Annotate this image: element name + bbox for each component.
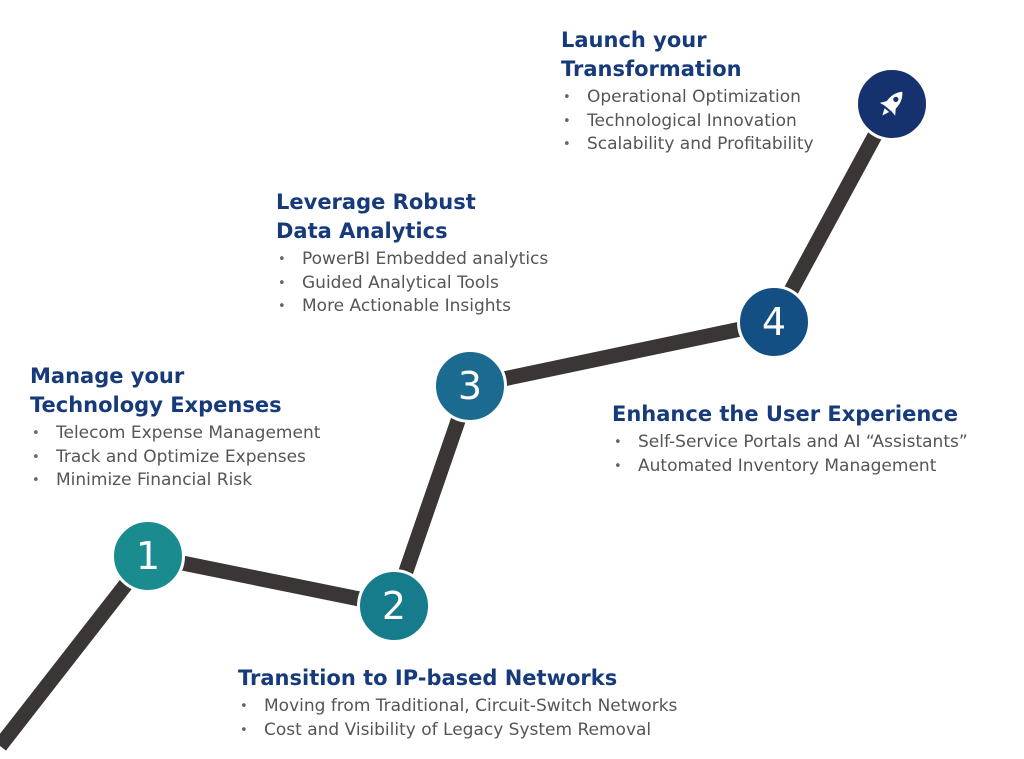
- step-4-node: 4: [737, 285, 811, 359]
- list-item: Self-Service Portals and AI “Assistants”: [612, 431, 968, 455]
- step-5-node: [855, 67, 929, 141]
- step-1-block: Manage your Technology Expenses Telecom …: [30, 362, 320, 493]
- step-2-number: 2: [381, 584, 407, 628]
- list-item: More Actionable Insights: [276, 295, 548, 319]
- step-3-bullets: PowerBI Embedded analytics Guided Analyt…: [276, 248, 548, 319]
- step-4-title: Enhance the User Experience: [612, 402, 958, 426]
- step-2-title: Transition to IP-based Networks: [238, 666, 618, 690]
- step-1-title: Manage your Technology Expenses: [30, 364, 282, 417]
- rocket-icon: [879, 91, 903, 116]
- step-4-bullets: Self-Service Portals and AI “Assistants”…: [612, 431, 968, 478]
- list-item: Automated Inventory Management: [612, 455, 968, 479]
- list-item: Guided Analytical Tools: [276, 272, 548, 296]
- list-item: Moving from Traditional, Circuit-Switch …: [238, 695, 677, 719]
- list-item: Technological Innovation: [561, 110, 814, 134]
- path-line: [0, 100, 899, 751]
- step-2-node: 2: [357, 569, 431, 643]
- list-item: Minimize Financial Risk: [30, 469, 320, 493]
- step-2-block: Transition to IP-based Networks Moving f…: [238, 664, 677, 742]
- step-4-number: 4: [761, 300, 787, 344]
- step-1-number: 1: [135, 534, 161, 578]
- list-item: Track and Optimize Expenses: [30, 446, 320, 470]
- step-3-block: Leverage Robust Data Analytics PowerBI E…: [276, 188, 548, 319]
- step-3-title: Leverage Robust Data Analytics: [276, 190, 476, 243]
- list-item: Telecom Expense Management: [30, 422, 320, 446]
- step-4-block: Enhance the User Experience Self-Service…: [612, 400, 968, 478]
- list-item: Cost and Visibility of Legacy System Rem…: [238, 719, 677, 743]
- step-1-node: 1: [111, 519, 185, 593]
- list-item: Operational Optimization: [561, 86, 814, 110]
- list-item: PowerBI Embedded analytics: [276, 248, 548, 272]
- step-5-block: Launch your Transformation Operational O…: [561, 26, 814, 157]
- step-1-bullets: Telecom Expense Management Track and Opt…: [30, 422, 320, 493]
- step-5-bullets: Operational Optimization Technological I…: [561, 86, 814, 157]
- list-item: Scalability and Profitability: [561, 133, 814, 157]
- step-3-number: 3: [457, 364, 483, 408]
- step-3-node: 3: [433, 349, 507, 423]
- step-5-title: Launch your Transformation: [561, 28, 742, 81]
- step-2-bullets: Moving from Traditional, Circuit-Switch …: [238, 695, 677, 742]
